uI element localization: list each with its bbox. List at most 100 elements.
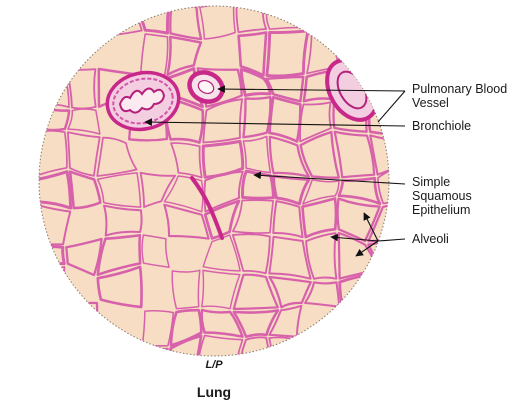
pointer-alveoli-left — [330, 233, 379, 242]
alveolus-cell-86 — [39, 243, 66, 269]
alveolus-cell-60 — [299, 130, 340, 179]
alveolus-cell-71 — [272, 174, 311, 206]
alveolus-cell-63 — [1, 171, 36, 205]
alveolus-cell-7 — [265, 6, 307, 9]
alveolus-cell-21 — [0, 30, 34, 70]
alveolus-cell-56 — [170, 142, 203, 179]
alveolus-cell-117 — [138, 347, 171, 356]
alveolus-cell-6 — [236, 6, 274, 8]
alveolus-cell-26 — [265, 29, 310, 78]
alveolus-cell-65 — [68, 170, 102, 210]
alveolus-cell-51 — [367, 96, 389, 138]
alveolus-cell-118 — [169, 334, 203, 356]
alveolus-cell-29 — [0, 63, 36, 105]
alveolus-cell-53 — [39, 129, 68, 177]
alveolus-cell-1 — [67, 6, 96, 9]
alveolus-cell-82 — [301, 197, 338, 239]
alveolus-cell-8 — [302, 6, 339, 7]
alveolus-cell-41 — [0, 99, 35, 129]
alveolus-cell-105 — [0, 313, 35, 340]
alveolus-cell-77 — [103, 204, 143, 237]
alveolus-cell-123 — [338, 344, 381, 356]
label-bronchiole: Bronchiole — [412, 119, 472, 133]
label-simple-squamous-epithelium-line-3: Epithelium — [412, 203, 471, 217]
alveolus-cell-20 — [376, 6, 389, 43]
label-pulmonary-blood-vessel: Pulmonary Blood Vessel — [412, 82, 507, 110]
alveolus-cell-114 — [368, 305, 389, 343]
label-simple-squamous-epithelium-line-2: Squamous — [412, 189, 472, 203]
alveolus-cell-76 — [39, 204, 72, 246]
alveolus-cell-54 — [67, 131, 101, 177]
alveolus-cell-75 — [0, 205, 35, 241]
alveolus-cell-61 — [333, 130, 376, 179]
alveolus-cell-57 — [201, 139, 245, 179]
alveolus-cell-83 — [336, 197, 381, 243]
alveolus-cell-69 — [203, 170, 244, 213]
connective-strand — [190, 176, 224, 240]
alveolus-cell-52 — [0, 130, 34, 176]
alveolus-cell-80 — [232, 199, 274, 234]
label-pulmonary-blood-vessel-line-2: Vessel — [412, 96, 449, 110]
alveolus-cell-106 — [39, 305, 64, 339]
alveolus-cell-46 — [202, 98, 244, 144]
alveolus-cell-113 — [337, 305, 379, 349]
alveolus-cell-98 — [96, 265, 143, 309]
alveolus-cell-45 — [163, 95, 205, 144]
alveolus-cell-64 — [39, 170, 73, 210]
alveolus-cell-81 — [272, 200, 304, 239]
alveolus-cell-66 — [96, 172, 142, 208]
alveolus-cell-72 — [302, 178, 340, 205]
alveolus-cell-101 — [232, 273, 279, 310]
alveolus-cell-108 — [141, 310, 175, 348]
alveolus-cell-47 — [242, 95, 272, 139]
pointer-alveoli-upper — [363, 212, 379, 242]
pointer-simple-squamous-epithelium — [253, 171, 406, 185]
alveolus-cell-110 — [200, 308, 244, 338]
alveolus-cell-122 — [298, 339, 338, 356]
alveolus-cell-25 — [237, 31, 268, 77]
pointer-alveoli-lower — [355, 240, 379, 257]
alveolus-cell-88 — [96, 233, 142, 276]
alveolus-cell-78 — [163, 203, 210, 240]
alveolus-cell-93 — [305, 232, 338, 280]
alveolus-cell-70 — [241, 169, 275, 200]
alveolus-cell-48 — [268, 95, 302, 143]
alveolus-cell-5 — [200, 0, 236, 4]
label-simple-squamous-epithelium-line-1: Simple — [412, 175, 451, 189]
alveolus-cell-120 — [238, 336, 274, 356]
alveolus-cell-119 — [196, 334, 244, 356]
alveolus-cell-2 — [95, 6, 137, 9]
alveolus-cell-85 — [0, 243, 31, 267]
alveolus-cell-59 — [268, 135, 310, 178]
alveolus-cell-36 — [239, 68, 272, 97]
alveolus-cell-74 — [377, 164, 389, 205]
label-pulmonary-blood-vessel-line-1: Pulmonary Blood — [412, 82, 508, 96]
alveolus-cell-67 — [139, 171, 177, 208]
alveolus-cell-15 — [199, 6, 236, 40]
alveolus-cell-96 — [0, 268, 34, 313]
alveolus-cell-109 — [169, 308, 203, 347]
alveolus-cell-121 — [268, 336, 299, 356]
alveolus-cell-43 — [67, 108, 101, 135]
alveolus-cell-40 — [368, 65, 389, 99]
alveolus-cell-22 — [39, 28, 65, 66]
alveolus-cell-89 — [141, 234, 170, 268]
label-alveoli: Alveoli — [412, 232, 449, 246]
annotation-pointers — [144, 85, 406, 257]
alveolus-cell-99 — [171, 269, 201, 310]
pointer-bronchiole — [144, 118, 406, 127]
alveolus-cell-84 — [367, 203, 389, 243]
alveolus-cell-124 — [380, 334, 389, 356]
alveolus-cell-58 — [242, 135, 272, 174]
pointer-pulmonary-blood-vessel — [217, 85, 406, 93]
alveolus-cell-49 — [299, 101, 332, 143]
alveolus-cell-115 — [1, 341, 34, 370]
pulmonary-blood-vessel-structure — [187, 70, 225, 104]
alveolus-cell-97 — [39, 266, 66, 314]
alveolus-cell-107 — [61, 301, 100, 348]
alveolus-cell-91 — [231, 233, 271, 275]
alveolus-cell-116 — [39, 335, 63, 356]
alveolus-cell-18 — [302, 6, 339, 39]
bronchiole-structure — [105, 70, 181, 132]
label-simple-squamous-epithelium: Simple Squamous Epithelium — [412, 175, 472, 217]
